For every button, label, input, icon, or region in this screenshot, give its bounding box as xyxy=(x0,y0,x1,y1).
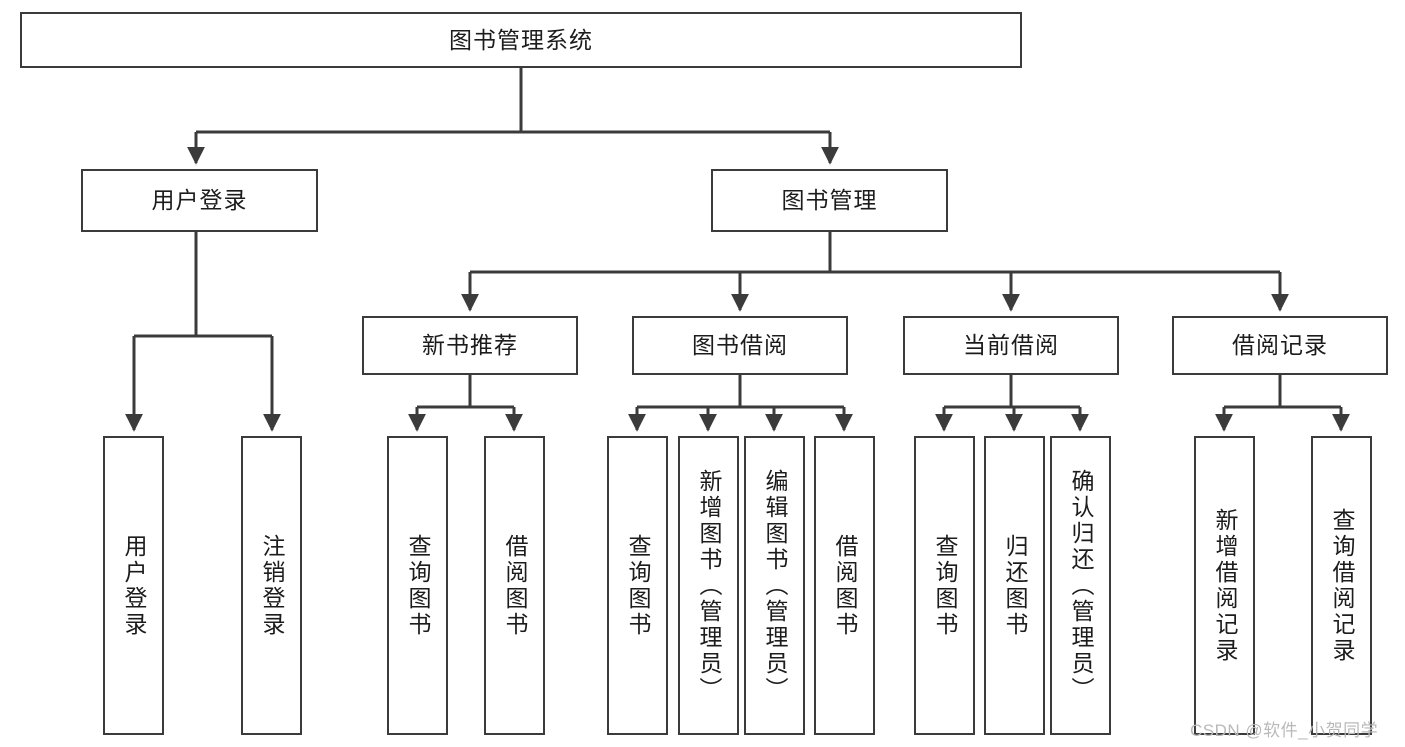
node-book-borrow[interactable]: 图书借阅 xyxy=(632,316,848,375)
leaf-query-book-1-label: 查询图书 xyxy=(405,533,431,638)
leaf-borrow-book-1-label: 借阅图书 xyxy=(502,533,528,638)
node-root[interactable]: 图书管理系统 xyxy=(20,12,1022,68)
leaf-query-book-2[interactable]: 查询图书 xyxy=(607,436,668,735)
leaf-return-book[interactable]: 归还图书 xyxy=(984,436,1045,735)
leaf-add-record[interactable]: 新增借阅记录 xyxy=(1194,436,1255,735)
leaf-user-login-label: 用户登录 xyxy=(121,533,147,638)
leaf-add-record-label: 新增借阅记录 xyxy=(1212,507,1238,664)
leaf-confirm-return[interactable]: 确认归还（管理员） xyxy=(1050,436,1111,735)
node-current-borrow[interactable]: 当前借阅 xyxy=(903,316,1119,375)
node-borrow-record-label: 借阅记录 xyxy=(1232,332,1328,359)
leaf-borrow-book-1[interactable]: 借阅图书 xyxy=(484,436,545,735)
node-current-borrow-label: 当前借阅 xyxy=(963,332,1059,359)
node-book-manage-label: 图书管理 xyxy=(781,187,878,214)
leaf-query-book-3-label: 查询图书 xyxy=(932,533,958,638)
leaf-query-book-2-label: 查询图书 xyxy=(625,533,651,638)
node-root-label: 图书管理系统 xyxy=(449,26,593,53)
node-new-book-rec-label: 新书推荐 xyxy=(422,332,518,359)
leaf-query-book-3[interactable]: 查询图书 xyxy=(914,436,975,735)
leaf-borrow-book-2[interactable]: 借阅图书 xyxy=(814,436,875,735)
leaf-add-book[interactable]: 新增图书（管理员） xyxy=(678,436,739,735)
leaf-return-book-label: 归还图书 xyxy=(1002,533,1028,638)
leaf-add-book-label: 新增图书（管理员） xyxy=(696,468,722,703)
node-user-login-label: 用户登录 xyxy=(151,187,248,214)
node-book-manage[interactable]: 图书管理 xyxy=(711,169,948,232)
watermark-text: CSDN @软件_小贺同学 xyxy=(1190,721,1379,740)
leaf-logout-login[interactable]: 注销登录 xyxy=(241,436,302,735)
leaf-edit-book-label: 编辑图书（管理员） xyxy=(762,468,788,703)
leaf-query-book-1[interactable]: 查询图书 xyxy=(387,436,448,735)
node-borrow-record[interactable]: 借阅记录 xyxy=(1172,316,1388,375)
leaf-borrow-book-2-label: 借阅图书 xyxy=(832,533,858,638)
node-user-login[interactable]: 用户登录 xyxy=(81,169,318,232)
node-new-book-rec[interactable]: 新书推荐 xyxy=(362,316,578,375)
leaf-query-record[interactable]: 查询借阅记录 xyxy=(1311,436,1372,735)
leaf-query-record-label: 查询借阅记录 xyxy=(1329,507,1355,664)
node-book-borrow-label: 图书借阅 xyxy=(692,332,788,359)
leaf-edit-book[interactable]: 编辑图书（管理员） xyxy=(744,436,805,735)
leaf-logout-login-label: 注销登录 xyxy=(259,533,285,638)
leaf-user-login[interactable]: 用户登录 xyxy=(103,436,164,735)
leaf-confirm-return-label: 确认归还（管理员） xyxy=(1068,468,1094,703)
